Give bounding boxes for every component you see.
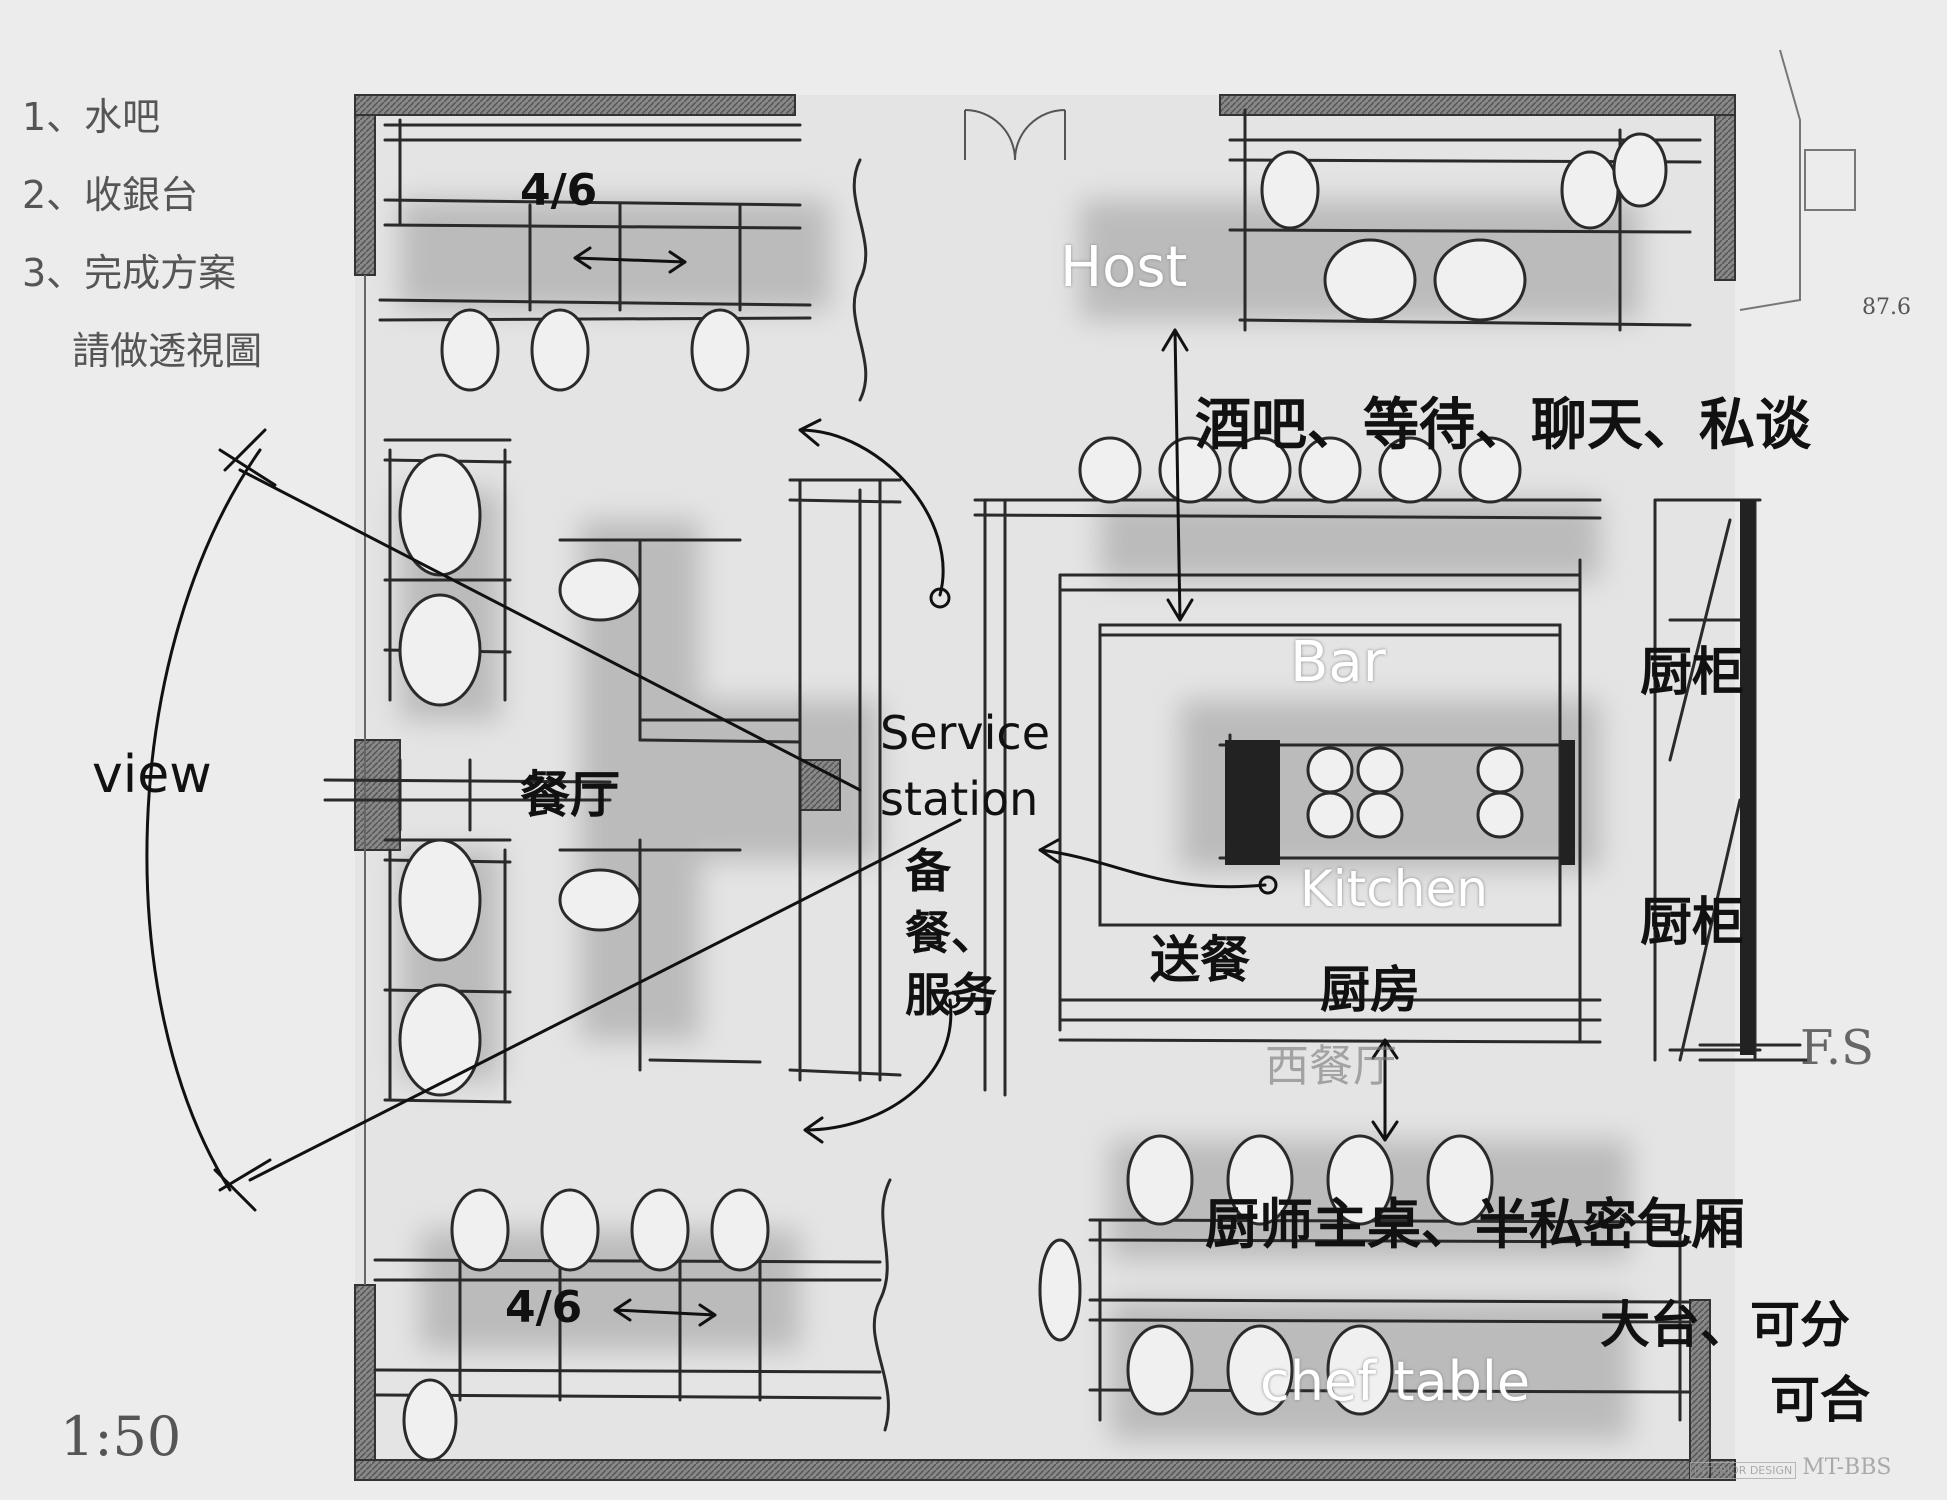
view-label: view (92, 745, 212, 805)
scale-label: 1:50 (60, 1405, 182, 1468)
doors (964, 49, 1856, 311)
chef-table-label: chef table (1260, 1350, 1531, 1413)
combine-label: 可合 (1770, 1371, 1870, 1429)
watermark: INTERIOR DESIGN MT-BBS (1690, 1455, 1891, 1480)
bar-label: Bar (1290, 630, 1386, 695)
fs-label: F.S (1800, 1020, 1874, 1076)
kitchen-label: Kitchen (1300, 860, 1488, 918)
watermark-sub: INTERIOR DESIGN (1690, 1462, 1797, 1479)
note-1: 1、水吧 (22, 95, 161, 139)
service-station-label: Service station (880, 700, 1080, 832)
kitchen-cn-label: 厨房 (1320, 961, 1420, 1019)
prep-service-text: 备餐、服务 (905, 844, 997, 1022)
prep-service-label: 备餐、服务 (905, 840, 1025, 1026)
note-3: 3、完成方案 (22, 251, 237, 295)
serve-food-label: 送餐 (1150, 931, 1250, 989)
cabinet-label-2: 厨柜 (1640, 893, 1745, 953)
cabinet-label-1: 厨柜 (1640, 643, 1745, 703)
bar-use-label: 酒吧、等待、聊天、私谈 (1195, 393, 1811, 458)
dim-bottom-label: 4/6 (505, 1282, 583, 1333)
dim-top-label: 4/6 (520, 165, 598, 216)
furniture-sketch (323, 108, 1812, 1432)
watermark-brand: MT-BBS (1802, 1455, 1892, 1480)
annotation-arrows (145, 246, 1399, 1327)
chef-table-cn-label: 厨师主桌、半私密包厢 (1205, 1193, 1745, 1256)
host-label: Host (1060, 235, 1188, 300)
note-2: 2、收銀台 (22, 173, 199, 217)
chairs (398, 132, 1668, 1462)
printed-notes: 1、水吧 2、收銀台 3、完成方案 請做透視圖 (22, 78, 262, 390)
service-station-text: Service station (880, 706, 1051, 826)
dining-hall-label: 餐厅 (520, 766, 620, 824)
printed-room-label: 西餐厅 (1265, 1041, 1397, 1092)
big-table-label: 大台、可分 (1600, 1296, 1850, 1354)
walls (354, 94, 1736, 1481)
dimension-label: 87.6 (1862, 295, 1911, 320)
note-4: 請做透視圖 (22, 329, 263, 373)
kitchen-accents (1225, 500, 1755, 1055)
